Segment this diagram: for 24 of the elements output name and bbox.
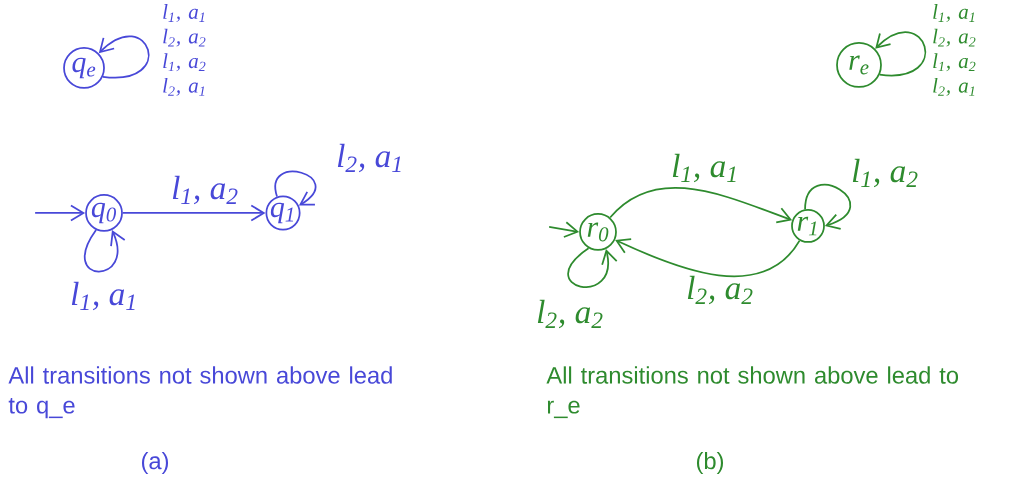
edge-label: l$_{1}$, a$_{1}$ l$_{2}$, a$_{2}$ l$_{1}$, a$_{2}$ l$_{2}$, a$_{1}$ [933,4,976,96]
arrow [122,204,266,222]
note-text: All transitions not shown above lead to r_e [546,366,959,419]
arrow [804,183,852,230]
arrow [615,238,801,278]
panel-label: (b) [696,451,723,475]
edge-label: l$_{1}$, a$_{2}$ [172,175,238,205]
arrow [548,221,580,238]
arrow [34,204,86,222]
edge-label: l$_{1}$, a$_{1}$ [672,153,736,183]
edge-label: l$_{1}$, a$_{2}$ [852,158,918,188]
arrow [567,247,618,288]
edge-label: l$_{2}$, a$_{2}$ [537,299,603,329]
panel-label: (a) [142,451,169,475]
note-text: All transitions not shown above lead to q_e [8,366,392,419]
edge-label: l$_{1}$, a$_{1}$ l$_{2}$, a$_{2}$ l$_{1}$, a$_{2}$ l$_{2}$, a$_{1}$ [163,4,206,96]
arrow [609,186,793,224]
arrow [274,170,317,206]
edge-label: l$_{2}$, a$_{1}$ [337,143,401,173]
arrow [875,31,927,77]
edge-label: l$_{1}$, a$_{1}$ [71,281,135,311]
edge-label: l$_{2}$, a$_{2}$ [687,275,753,305]
arrow [98,35,150,79]
arrow [84,229,126,273]
